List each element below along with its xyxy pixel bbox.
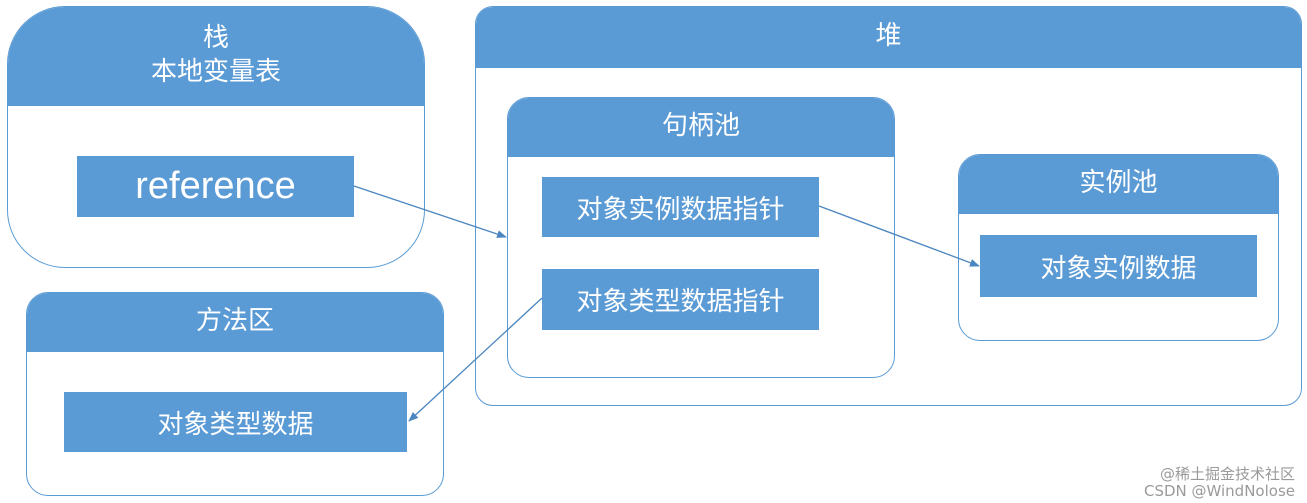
stack-title: 栈	[202, 23, 229, 54]
reference-box: reference	[77, 156, 354, 217]
instance-pool-header: 实例池	[959, 155, 1278, 214]
type-pointer-box: 对象类型数据指针	[542, 269, 819, 330]
instance-data-label: 对象实例数据	[1040, 253, 1197, 284]
watermark: @稀土掘金技术社区 CSDN @WindNolose	[1144, 466, 1295, 500]
handle-pool-header: 句柄池	[508, 98, 894, 157]
watermark-line1: @稀土掘金技术社区	[1159, 465, 1295, 483]
stack-panel: 栈 本地变量表	[7, 6, 425, 268]
instance-pool-title: 实例池	[1079, 168, 1158, 199]
method-area-title: 方法区	[195, 306, 274, 337]
watermark-line2: CSDN @WindNolose	[1143, 482, 1295, 500]
object-type-data-box: 对象类型数据	[64, 392, 407, 452]
object-type-data-label: 对象类型数据	[157, 409, 314, 440]
handle-pool-title: 句柄池	[661, 111, 740, 142]
handle-pool-panel: 句柄池	[507, 97, 895, 378]
type-pointer-label: 对象类型数据指针	[576, 287, 785, 317]
heap-header: 堆	[476, 7, 1301, 68]
method-area-header: 方法区	[27, 293, 443, 352]
instance-pointer-box: 对象实例数据指针	[542, 177, 819, 237]
heap-title: 堆	[875, 21, 902, 52]
stack-subtitle: 本地变量表	[150, 57, 281, 87]
reference-label: reference	[135, 165, 296, 207]
instance-data-box: 对象实例数据	[980, 235, 1257, 297]
instance-pointer-label: 对象实例数据指针	[576, 194, 785, 225]
stack-header: 栈 本地变量表	[8, 7, 424, 106]
